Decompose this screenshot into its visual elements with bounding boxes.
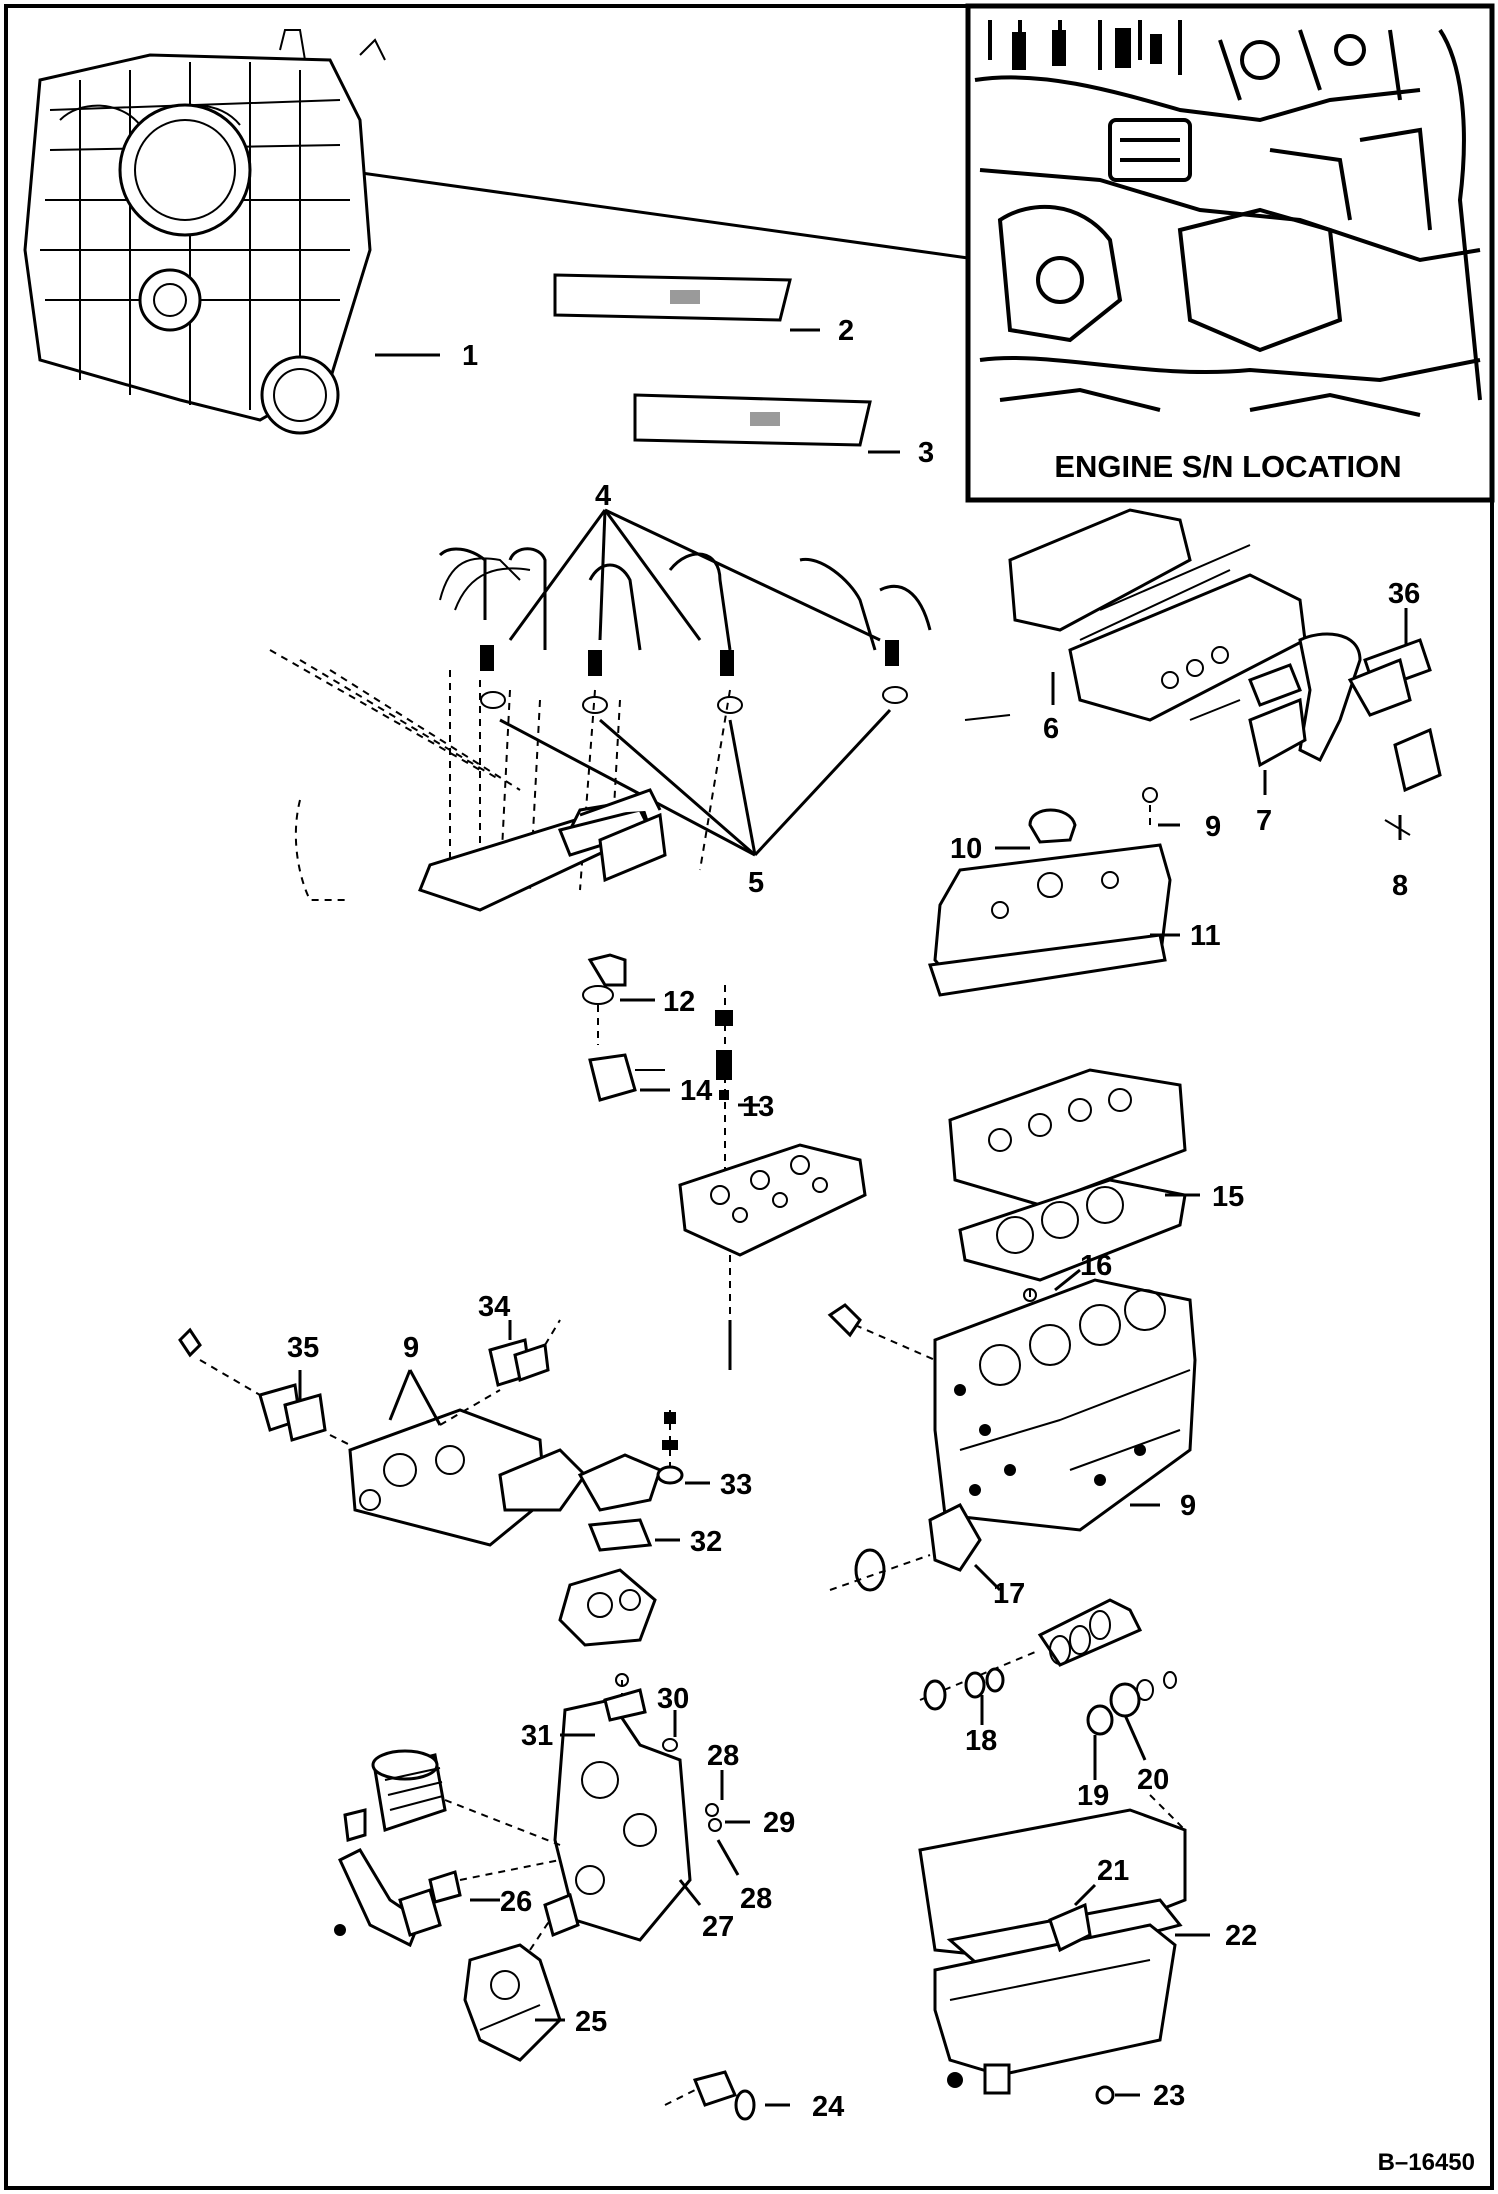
callout-5: 5 bbox=[748, 867, 764, 899]
callout-18: 18 bbox=[965, 1725, 997, 1757]
callout-36: 36 bbox=[1388, 578, 1420, 610]
callout-34: 34 bbox=[478, 1291, 510, 1323]
callout-17: 17 bbox=[993, 1578, 1025, 1610]
callout-22: 22 bbox=[1225, 1920, 1257, 1952]
callout-11: 11 bbox=[1190, 920, 1221, 952]
valve-cover-assembly: 9 10 11 bbox=[928, 787, 1221, 997]
engine-assembly: 1 bbox=[23, 29, 478, 435]
callout-32: 32 bbox=[690, 1526, 722, 1558]
callout-7: 7 bbox=[1256, 805, 1272, 837]
page-border bbox=[4, 4, 1494, 2190]
injection-pipes: 4 5 bbox=[269, 480, 932, 901]
callout-16: 16 bbox=[1080, 1250, 1112, 1282]
callout-25: 25 bbox=[575, 2006, 607, 2038]
callout-12: 12 bbox=[663, 986, 695, 1018]
callout-19: 19 bbox=[1077, 1780, 1109, 1812]
callout-21: 21 bbox=[1097, 1855, 1129, 1887]
gear-case-oil-filter-group: 31 30 28 29 28 27 26 2 bbox=[334, 1673, 844, 2123]
cylinder-head-gasket: 15 bbox=[948, 1068, 1244, 1282]
intake-exhaust-manifolds: 6 7 8 36 bbox=[964, 508, 1442, 902]
callout-20: 20 bbox=[1137, 1764, 1169, 1796]
fuel-injection-pump bbox=[418, 788, 667, 912]
callout-27: 27 bbox=[702, 1911, 734, 1943]
callout-33: 33 bbox=[720, 1469, 752, 1501]
camshaft-assembly: 18 19 20 bbox=[919, 1598, 1177, 1812]
callout-1: 1 bbox=[462, 340, 478, 372]
callout-8: 8 bbox=[1392, 870, 1408, 902]
callout-9-left: 9 bbox=[403, 1332, 419, 1364]
callout-14: 14 bbox=[680, 1075, 712, 1107]
callout-35: 35 bbox=[287, 1332, 319, 1364]
callout-13: 13 bbox=[742, 1091, 774, 1123]
callout-28-bottom: 28 bbox=[740, 1883, 772, 1915]
callout-15: 15 bbox=[1212, 1181, 1244, 1213]
oil-pan-assembly: 21 22 23 bbox=[918, 1794, 1257, 2112]
callout-28-top: 28 bbox=[707, 1740, 739, 1772]
inset-leader-line bbox=[339, 168, 969, 260]
serial-number-inset: ENGINE S/N LOCATION bbox=[965, 3, 1495, 503]
gasket-kit-2: 2 bbox=[553, 273, 854, 347]
callout-29: 29 bbox=[763, 1807, 795, 1839]
thermostat-housing: 32 33 bbox=[498, 1410, 752, 1647]
callout-23: 23 bbox=[1153, 2080, 1185, 2112]
cylinder-block-assembly: 16 9 17 bbox=[827, 1250, 1197, 1610]
gasket-kit-3: 3 bbox=[633, 393, 934, 469]
callout-4: 4 bbox=[595, 480, 611, 512]
callout-3: 3 bbox=[918, 437, 934, 469]
figure-code: B–16450 bbox=[1378, 2149, 1475, 2176]
cylinder-head-components: 12 13 14 bbox=[582, 953, 867, 1370]
gear-case-cover-plate: 35 9 34 bbox=[178, 1291, 561, 1547]
callout-9-block: 9 bbox=[1180, 1490, 1196, 1522]
callout-24: 24 bbox=[812, 2091, 844, 2123]
inset-title: ENGINE S/N LOCATION bbox=[1054, 449, 1401, 484]
callout-6: 6 bbox=[1043, 713, 1059, 745]
callout-9-top: 9 bbox=[1205, 811, 1221, 843]
callout-26: 26 bbox=[500, 1886, 532, 1918]
callout-2: 2 bbox=[838, 315, 854, 347]
callout-31: 31 bbox=[521, 1720, 553, 1752]
callout-10: 10 bbox=[950, 833, 982, 865]
callout-30: 30 bbox=[657, 1683, 689, 1715]
